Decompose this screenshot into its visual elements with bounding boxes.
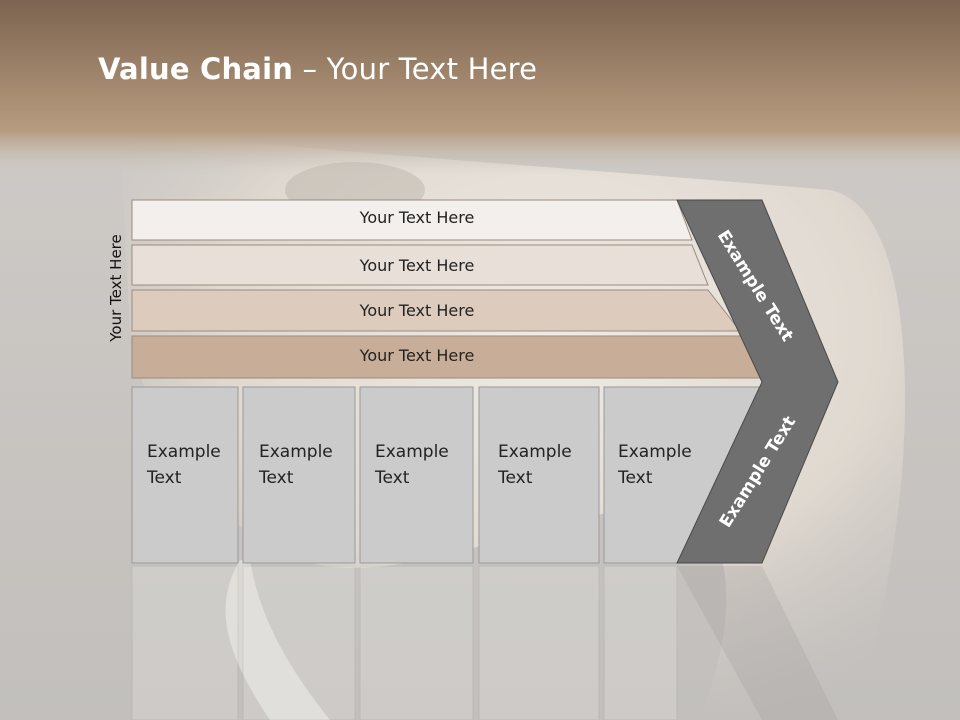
cell-1: Example Text [147, 439, 221, 491]
cell-1-line2: Text [147, 468, 182, 488]
row-3-label: Your Text Here [359, 301, 475, 320]
row-4-label: Your Text Here [359, 346, 475, 365]
row-1-label: Your Text Here [359, 208, 475, 227]
cell-2-line2: Text [259, 468, 294, 488]
row-bar-2 [131, 244, 709, 286]
side-label: Your Text Here [107, 234, 125, 342]
slide-title: Value Chain – Your Text Here [98, 52, 538, 86]
cell-2-line1: Example [259, 442, 333, 462]
row-bar-1 [131, 199, 693, 241]
cell-4-line2: Text [498, 468, 533, 488]
cell-2: Example Text [259, 439, 333, 491]
cell-box-4 [478, 386, 600, 564]
cell-5-line2: Text [618, 468, 653, 488]
cell-3: Example Text [375, 439, 449, 491]
row-2-label: Your Text Here [359, 256, 475, 275]
cell-3-line1: Example [375, 442, 449, 462]
cell-3-line2: Text [375, 468, 410, 488]
cell-4: Example Text [498, 439, 572, 491]
cell-5-line1: Example [618, 442, 692, 462]
row-bars [131, 199, 765, 379]
chevron-arrow [676, 199, 839, 564]
cell-5: Example Text [618, 439, 692, 491]
cell-box-1 [131, 386, 239, 564]
cell-4-line1: Example [498, 442, 572, 462]
cell-1-line1: Example [147, 442, 221, 462]
cell-box-2 [242, 386, 356, 564]
activity-cells [131, 386, 763, 564]
cell-box-3 [359, 386, 474, 564]
